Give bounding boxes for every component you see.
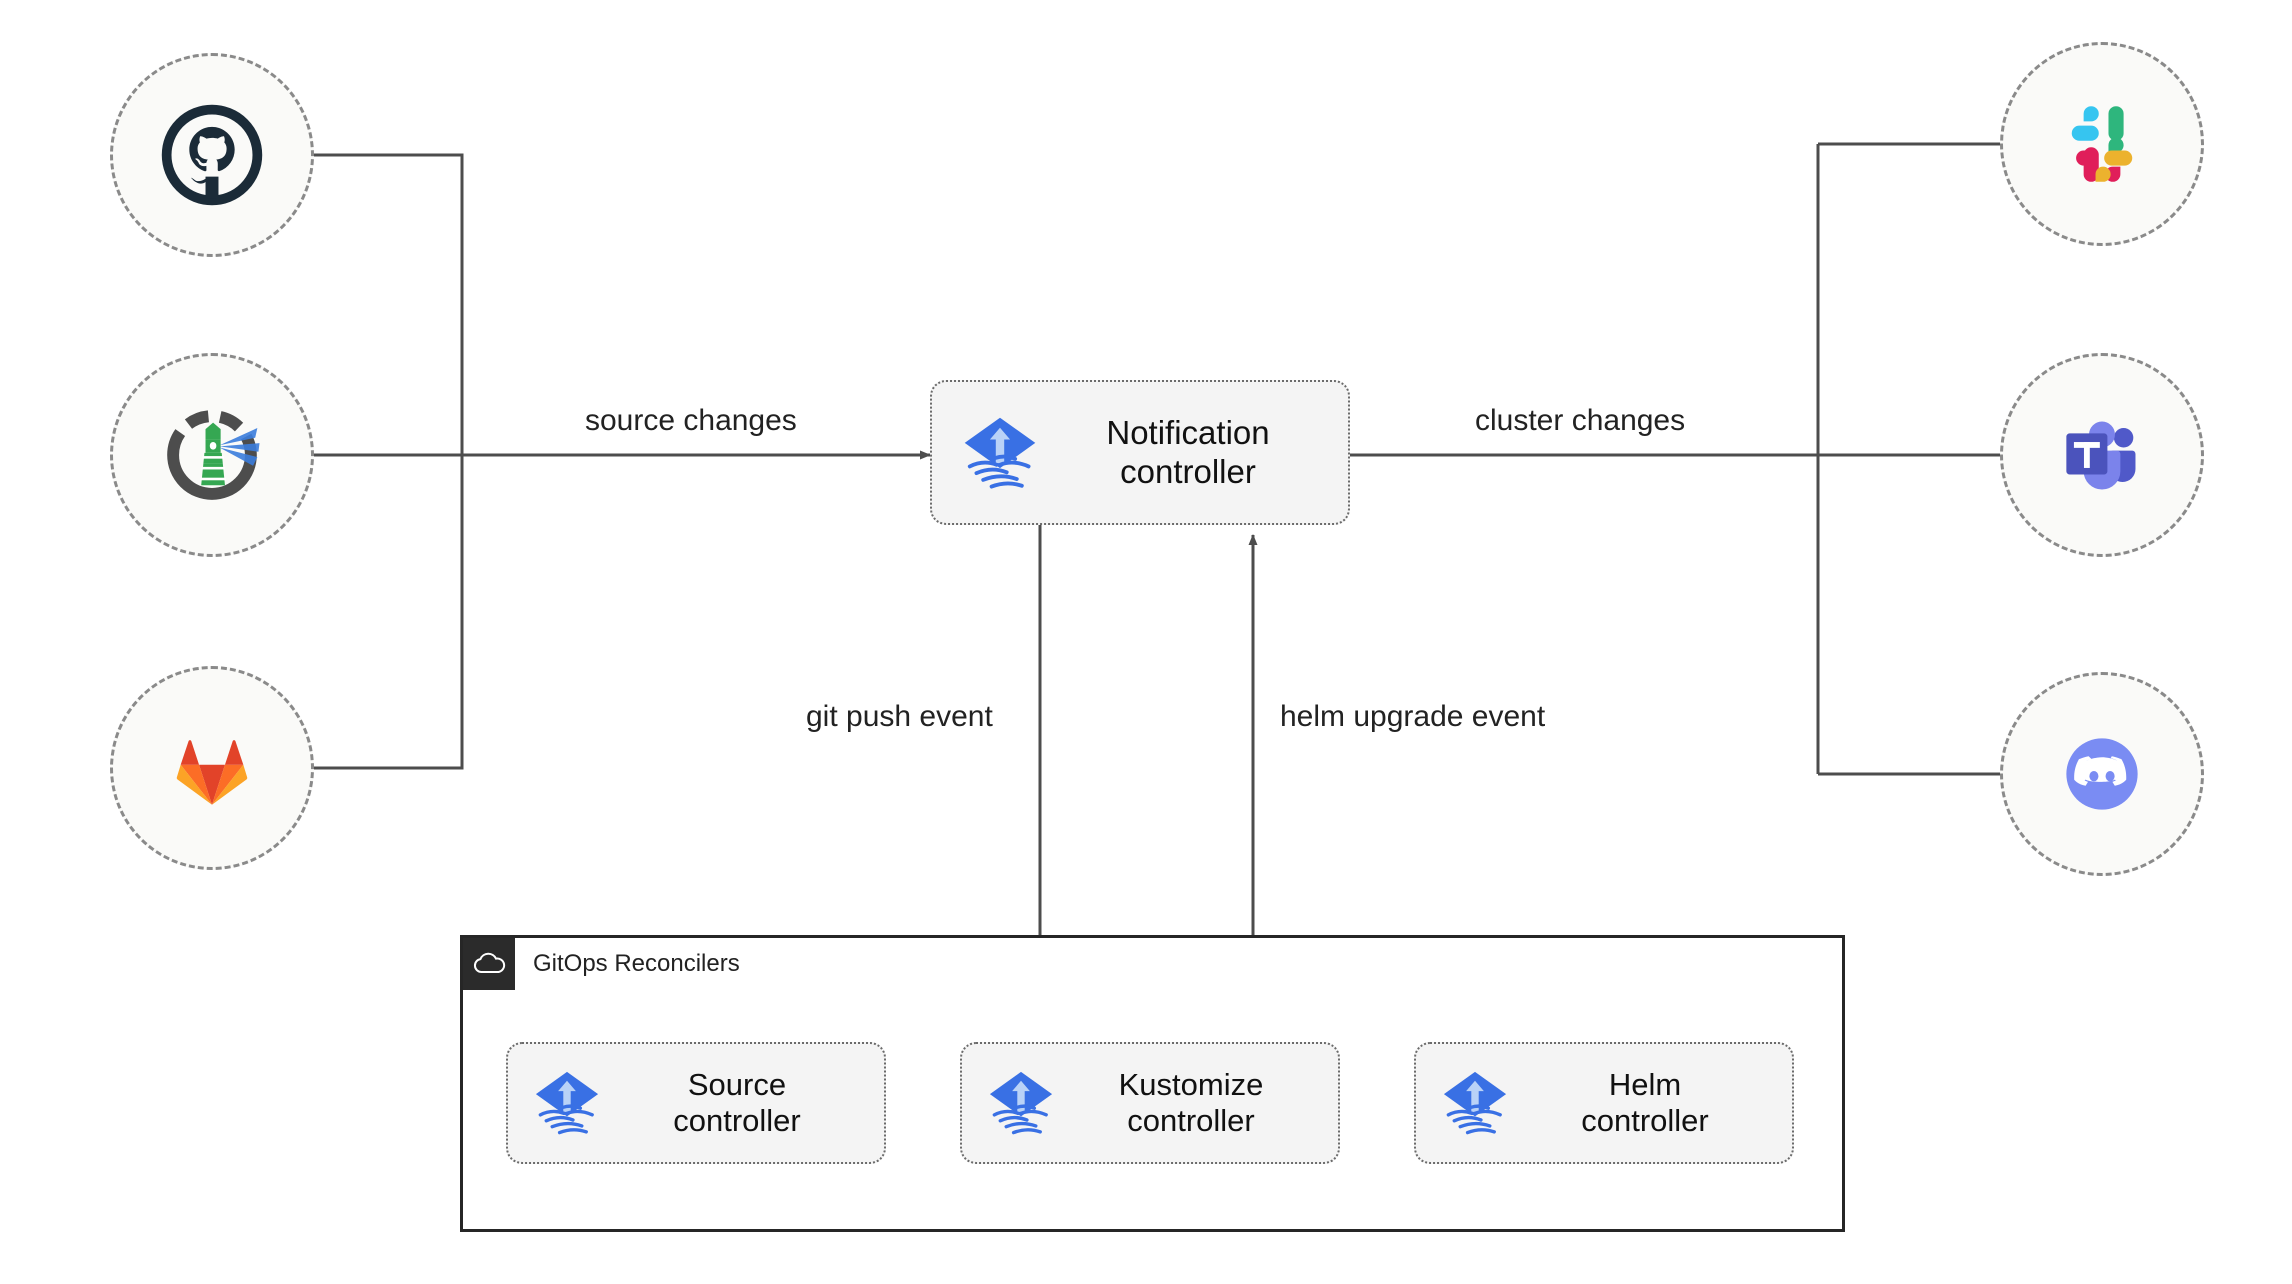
gitops-reconcilers-title: GitOps Reconcilers [533, 950, 740, 977]
source-node-gitlab[interactable] [110, 666, 314, 870]
flux-logo-icon [989, 1071, 1053, 1135]
source-controller-label: Source controller [673, 1067, 801, 1138]
kustomize-controller-box[interactable]: Kustomize controller [960, 1042, 1340, 1164]
gitops-reconcilers-container: GitOps Reconcilers Source controller [460, 935, 1845, 1232]
github-icon [161, 104, 263, 206]
flux-logo-icon [964, 417, 1036, 489]
helm-controller-box[interactable]: Helm controller [1414, 1042, 1794, 1164]
edge-label-cluster-changes: cluster changes [1465, 402, 1696, 440]
source-node-flux[interactable] [110, 353, 314, 557]
edge-label-git-push-event: git push event [796, 698, 1003, 736]
cloud-icon [473, 952, 506, 973]
flux-lighthouse-icon [167, 410, 260, 500]
target-node-teams[interactable] [2000, 353, 2204, 557]
target-node-slack[interactable] [2000, 42, 2204, 246]
edge-label-helm-upgrade-event: helm upgrade event [1270, 698, 1556, 736]
kustomize-controller-label: Kustomize controller [1118, 1067, 1264, 1138]
source-node-github[interactable] [110, 53, 314, 257]
microsoft-teams-icon [2066, 421, 2136, 490]
notification-controller-label: Notification controller [1106, 414, 1270, 490]
notification-controller-box[interactable]: Notification controller [930, 380, 1350, 525]
source-controller-box[interactable]: Source controller [506, 1042, 886, 1164]
helm-controller-label: Helm controller [1581, 1067, 1709, 1138]
slack-icon [2071, 106, 2133, 182]
gitops-reconcilers-header: GitOps Reconcilers [463, 938, 740, 990]
discord-icon [2066, 738, 2138, 810]
flux-logo-icon [1443, 1071, 1507, 1135]
flux-logo-icon [535, 1071, 599, 1135]
target-node-discord[interactable] [2000, 672, 2204, 876]
edge-label-source-changes: source changes [575, 402, 807, 440]
gitlab-icon [176, 740, 248, 805]
cloud-badge [463, 938, 515, 990]
